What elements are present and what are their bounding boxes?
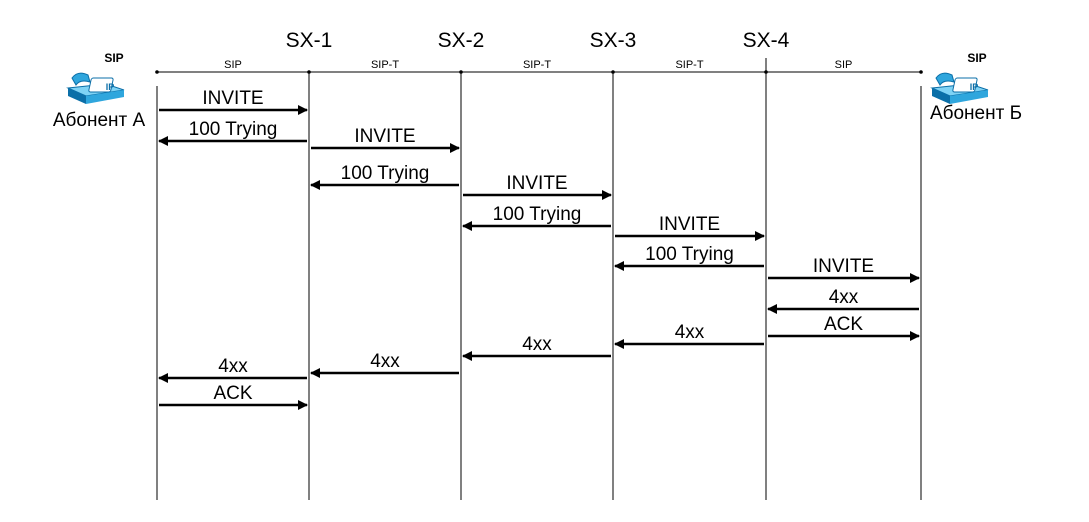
subscriber-a-sip-tag: SIP	[104, 51, 123, 65]
message: 100 Trying	[462, 204, 611, 231]
phone-badge-b: IP	[970, 82, 979, 92]
node-label-sx2: SX-2	[438, 29, 485, 52]
message-label: ACK	[824, 314, 863, 335]
segment-label: SIP	[224, 59, 242, 71]
message: 4xx	[310, 351, 459, 378]
message: INVITE	[615, 214, 765, 241]
segment-label: SIP-T	[371, 59, 399, 71]
axis-tick	[919, 70, 923, 74]
message-label: 4xx	[675, 322, 705, 343]
message: 100 Trying	[310, 163, 459, 190]
node-label-sx4: SX-4	[743, 29, 790, 52]
message-label: 100 Trying	[189, 119, 278, 140]
message-label: 4xx	[218, 356, 248, 377]
message: 4xx	[462, 334, 611, 361]
message: 4xx	[614, 322, 764, 349]
message-label: INVITE	[354, 126, 415, 147]
segment-label: SIP-T	[523, 59, 551, 71]
message: INVITE	[311, 126, 460, 153]
segment-label: SIP	[835, 59, 853, 71]
message-label: 4xx	[370, 351, 400, 372]
subscriber-b: SIP IP Абонент Б	[930, 51, 1022, 124]
message-label: INVITE	[659, 214, 720, 235]
message: ACK	[768, 314, 920, 341]
axis-tick	[155, 70, 159, 74]
message-label: 100 Trying	[645, 244, 734, 265]
subscriber-a: SIP IP Абонент А	[53, 51, 146, 131]
node-labels: SX-1 SX-2 SX-3 SX-4	[286, 29, 790, 52]
message: 100 Trying	[158, 119, 307, 146]
subscriber-a-name: Абонент А	[53, 110, 146, 131]
message-label: 4xx	[829, 287, 859, 308]
message-label: INVITE	[813, 256, 874, 277]
ip-phone-icon: IP	[66, 72, 125, 104]
message: ACK	[159, 383, 308, 410]
message-label: INVITE	[506, 173, 567, 194]
subscriber-b-name: Абонент Б	[930, 103, 1022, 124]
message: INVITE	[768, 256, 920, 283]
message: 100 Trying	[614, 244, 764, 271]
node-label-sx1: SX-1	[286, 29, 333, 52]
lifelines	[156, 58, 922, 500]
message-label: 4xx	[522, 334, 552, 355]
message: 4xx	[158, 356, 307, 383]
message: INVITE	[463, 173, 612, 200]
node-label-sx3: SX-3	[590, 29, 637, 52]
message-label: ACK	[213, 383, 252, 404]
ip-phone-icon: IP	[930, 72, 989, 104]
message-label: 100 Trying	[493, 204, 582, 225]
subscriber-b-sip-tag: SIP	[967, 51, 986, 65]
phone-badge-a: IP	[106, 82, 115, 92]
message: INVITE	[159, 88, 308, 115]
message-label: 100 Trying	[341, 163, 430, 184]
segment-label: SIP-T	[675, 59, 703, 71]
message: 4xx	[767, 287, 919, 314]
message-label: INVITE	[202, 88, 263, 109]
